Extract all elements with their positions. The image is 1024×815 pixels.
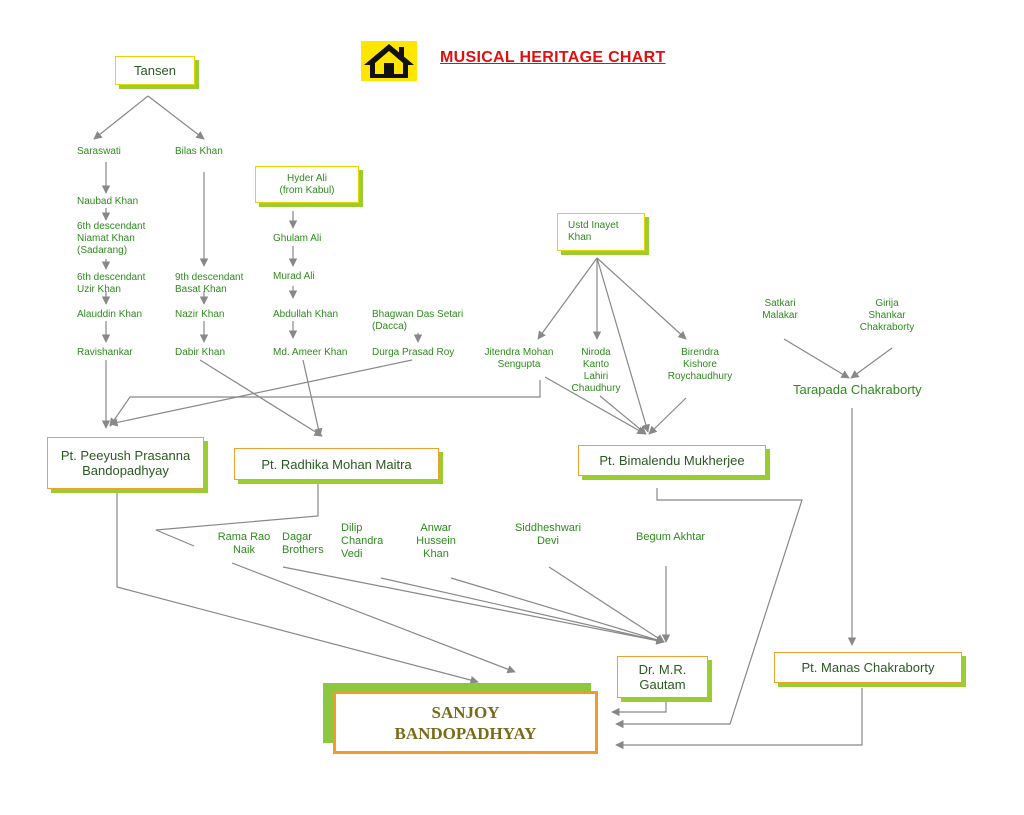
node-peeyush-label: Pt. Peeyush Prasanna Bandopadhyay <box>60 448 191 478</box>
node-anwar: Anwar Hussein Khan <box>416 522 456 560</box>
node-inayet-khan-label: Ustd Inayet Khan <box>568 220 619 243</box>
edge-tansen-saraswati <box>93 95 149 140</box>
node-sanjoy-label: SANJOY BANDOPADHYAY <box>394 702 537 743</box>
edge-gautam-sanjoy <box>611 701 667 717</box>
edge-dilip-gautam <box>380 577 665 645</box>
node-hyder-ali-label: Hyder Ali (from Kabul) <box>279 172 335 196</box>
node-dabir-khan: Dabir Khan <box>175 347 226 358</box>
node-girija: Girija Shankar Chakraborty <box>859 298 915 333</box>
edge-peeyush-sanjoy <box>116 492 479 685</box>
node-saraswati: Saraswati <box>77 146 121 157</box>
node-ravishankar: Ravishankar <box>77 347 133 358</box>
edge-inayet-birendra <box>596 257 687 340</box>
node-dagar: Dagar Brothers <box>282 531 324 556</box>
node-birendra: Birendra Kishore Roychaudhury <box>667 347 733 382</box>
edge-bimalendu-sanjoy <box>615 488 803 729</box>
node-manas: Pt. Manas Chakraborty <box>774 652 962 683</box>
node-niroda: Niroda Kanto Lahiri Chaudhury <box>571 347 621 394</box>
node-sanjoy: SANJOY BANDOPADHYAY <box>333 691 598 754</box>
edge-niroda-bimalendu <box>599 395 647 435</box>
node-niamat-khan: 6th descendant Niamat Khan (Sadarang) <box>77 221 146 256</box>
edge-jitendra-peeyush <box>109 380 541 427</box>
edge-dabir-radhika <box>199 359 323 437</box>
edge-satkari-tarapada <box>783 338 850 379</box>
node-begum: Begum Akhtar <box>636 531 706 543</box>
node-manas-label: Pt. Manas Chakraborty <box>801 660 935 675</box>
chart-title: MUSICAL HERITAGE CHART <box>440 49 666 66</box>
node-nazir-khan: Nazir Khan <box>175 309 225 320</box>
edge-tansen-bilaskhan <box>147 95 205 140</box>
node-alauddin-khan: Alauddin Khan <box>77 309 143 320</box>
node-murad-ali: Murad Ali <box>273 271 315 282</box>
node-basat-khan: 9th descendant Basat Khan <box>175 272 244 295</box>
node-gautam: Dr. M.R. Gautam <box>617 656 708 698</box>
node-naubad-khan: Naubad Khan <box>77 196 139 207</box>
node-radhika-label: Pt. Radhika Mohan Maitra <box>261 456 412 472</box>
node-rama-rao: Rama Rao Naik <box>217 531 271 556</box>
node-uzir-khan: 6th descendant Uzir Khan <box>77 272 146 295</box>
node-siddheshwari: Siddheshwari Devi <box>514 522 582 547</box>
edge-siddheshwari-gautam <box>548 566 665 643</box>
node-inayet-khan: Ustd Inayet Khan <box>557 213 645 251</box>
node-ameer-khan: Md. Ameer Khan <box>273 347 348 358</box>
edge-birendra-bimalendu <box>648 397 687 435</box>
edge-girija-tarapada <box>850 347 893 379</box>
edge-inayet-bimalendu-a <box>596 257 650 433</box>
edge-manas-sanjoy <box>615 688 863 750</box>
edge-ameer-radhika <box>302 359 323 437</box>
node-dilip: Dilip Chandra Vedi <box>341 522 384 559</box>
node-jitendra: Jitendra Mohan Sengupta <box>484 347 554 370</box>
node-durga-prasad: Durga Prasad Roy <box>372 347 455 358</box>
node-radhika: Pt. Radhika Mohan Maitra <box>234 448 439 480</box>
node-tarapada: Tarapada Chakraborty <box>793 382 922 397</box>
node-tansen: Tansen <box>115 56 195 85</box>
node-satkari: Satkari Malakar <box>762 298 798 321</box>
edge-inayet-jitendra <box>537 257 598 340</box>
node-bimalendu-label: Pt. Bimalendu Mukherjee <box>599 453 745 468</box>
edge-jitendra-bimalendu <box>544 376 646 435</box>
node-abdullah-khan: Abdullah Khan <box>273 309 339 320</box>
node-tansen-label: Tansen <box>134 63 176 78</box>
node-gautam-label: Dr. M.R. Gautam <box>638 662 687 692</box>
node-bilas-khan: Bilas Khan <box>175 146 223 157</box>
edge-radhika-sanjoy <box>155 484 319 547</box>
edge-anwar-gautam <box>450 577 665 644</box>
edge-ramarao-sanjoy <box>231 562 516 674</box>
node-hyder-ali: Hyder Ali (from Kabul) <box>255 166 359 203</box>
node-ghulam-ali: Ghulam Ali <box>273 233 322 244</box>
edge-dagar-gautam <box>282 566 665 645</box>
house-icon <box>361 41 417 81</box>
node-peeyush: Pt. Peeyush Prasanna Bandopadhyay <box>47 437 204 489</box>
node-bimalendu: Pt. Bimalendu Mukherjee <box>578 445 766 476</box>
node-bhagwan-das: Bhagwan Das Setari (Dacca) <box>372 309 464 332</box>
edge-durga-peeyush <box>109 359 413 427</box>
